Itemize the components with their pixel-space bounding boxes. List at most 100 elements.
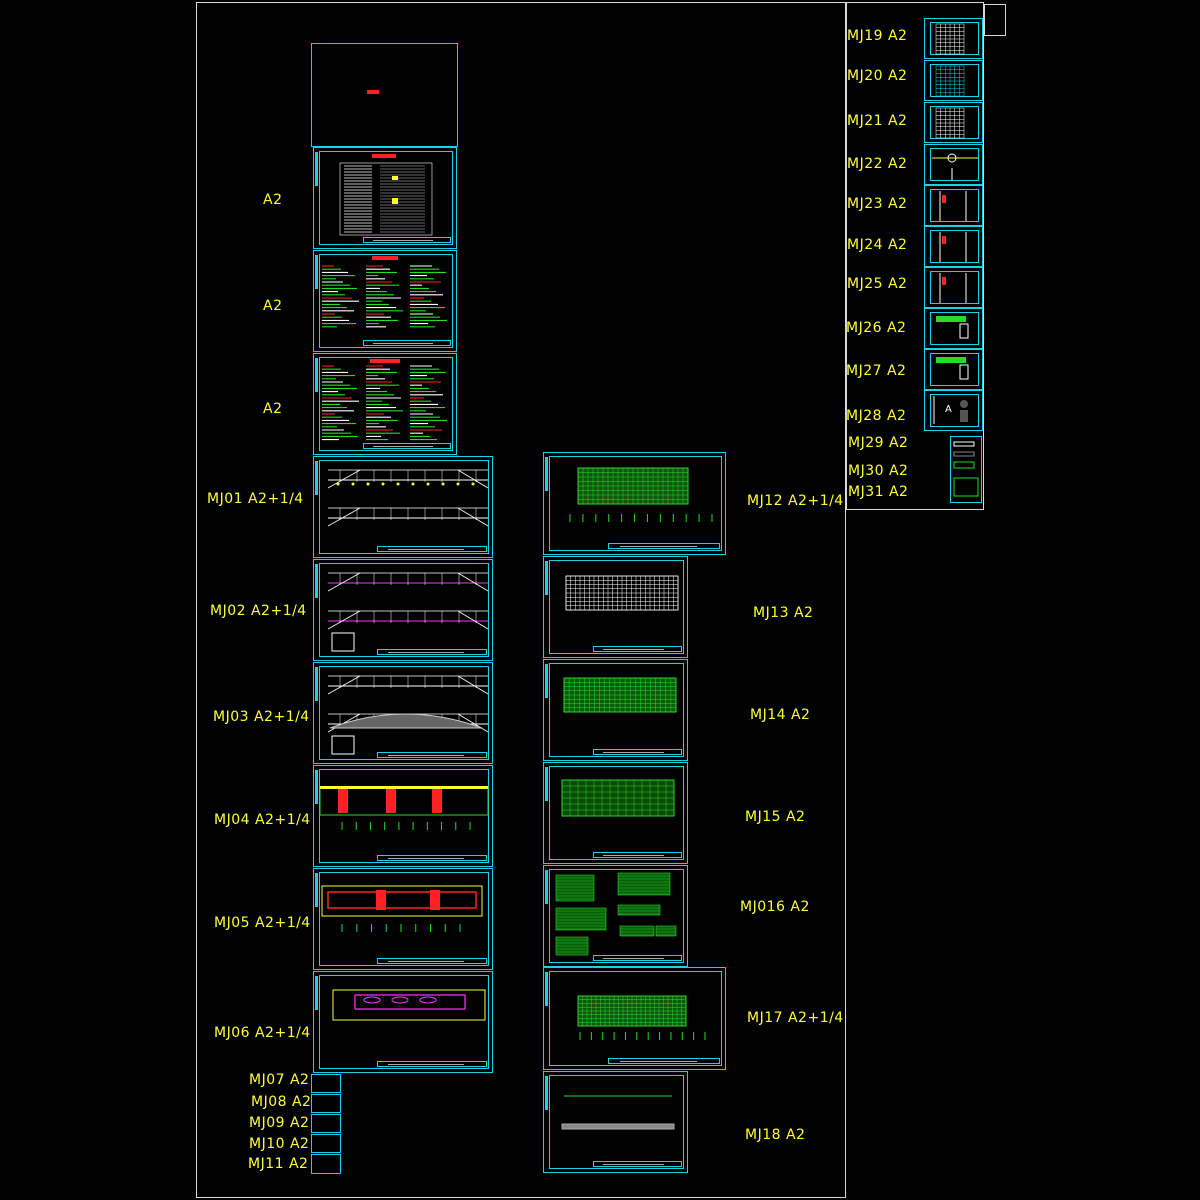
elevation-line — [327, 610, 361, 630]
detail-mark: A — [945, 404, 952, 415]
notes-1-text — [322, 265, 447, 328]
label-mj01: MJ01 A2+1/4 — [207, 491, 304, 507]
elevation-dot — [351, 482, 355, 486]
sheet-mj09[interactable] — [311, 1114, 341, 1133]
sheet-mj27[interactable] — [924, 349, 983, 390]
label-mj07: MJ07 A2 — [249, 1072, 310, 1088]
detail-box — [953, 451, 975, 457]
sheet-mj18[interactable] — [543, 1071, 688, 1173]
label-a2-2: A2 — [263, 298, 283, 314]
detail-mark-red — [942, 195, 946, 203]
mj16-table — [555, 874, 595, 902]
label-mj13: MJ13 A2 — [753, 605, 814, 621]
detail-box — [960, 410, 968, 422]
sheet-mj06[interactable] — [313, 971, 493, 1073]
notes-1-title — [372, 256, 398, 260]
sheet-mj29-31[interactable] — [950, 436, 982, 503]
elevation-line — [327, 572, 361, 592]
notes-2-text — [322, 365, 447, 441]
elevation-line — [457, 572, 489, 592]
label-mj20: MJ20 A2 — [847, 68, 908, 84]
mj16-tables — [555, 872, 677, 956]
sheet-mj20[interactable] — [924, 60, 983, 101]
label-mj27: MJ27 A2 — [846, 363, 907, 379]
label-mj14: MJ14 A2 — [750, 707, 811, 723]
detail-mark-red — [942, 236, 946, 244]
detail-bar — [936, 316, 966, 322]
mj18-drawing — [561, 1095, 675, 1130]
detail-bar — [936, 357, 966, 363]
sheet-mj07[interactable] — [311, 1074, 341, 1093]
sheet-mj21[interactable] — [924, 102, 983, 143]
elevation-dot — [396, 482, 400, 486]
main-drawing-frame — [196, 2, 846, 1198]
label-mj31: MJ31 A2 — [848, 484, 909, 500]
sheet-mj24[interactable] — [924, 226, 983, 267]
label-a2-3: A2 — [263, 401, 283, 417]
label-mj21: MJ21 A2 — [847, 113, 908, 129]
label-mj22: MJ22 A2 — [847, 156, 908, 172]
label-mj26: MJ26 A2 — [846, 320, 907, 336]
elevation-dot — [336, 482, 340, 486]
mj04-drawing — [319, 786, 489, 816]
sheet-mj25[interactable] — [924, 267, 983, 308]
sheet-mj10[interactable] — [311, 1134, 341, 1153]
label-mj12: MJ12 A2+1/4 — [747, 493, 844, 509]
label-mj02: MJ02 A2+1/4 — [210, 603, 307, 619]
label-mj18: MJ18 A2 — [745, 1127, 806, 1143]
label-mj25: MJ25 A2 — [847, 276, 908, 292]
label-mj19: MJ19 A2 — [847, 28, 908, 44]
elevation-line — [327, 675, 361, 695]
sheet-mj22[interactable] — [924, 144, 983, 185]
notes-2-title — [370, 359, 400, 363]
mj16-table — [617, 872, 671, 896]
elevation-dot — [441, 482, 445, 486]
label-a2-1: A2 — [263, 192, 283, 208]
cover-sheet[interactable] — [311, 43, 458, 147]
elevation-dot — [456, 482, 460, 486]
detail-mark-red — [942, 277, 946, 285]
sheet-mj08[interactable] — [311, 1094, 341, 1113]
sheet-mj26[interactable] — [924, 308, 983, 349]
elevation-dot — [471, 482, 475, 486]
elevation-line — [327, 469, 361, 489]
label-mj03: MJ03 A2+1/4 — [213, 709, 310, 725]
label-mj04: MJ04 A2+1/4 — [214, 812, 311, 828]
sheet-mj05[interactable] — [313, 868, 493, 970]
sheet-a2-index[interactable] — [313, 147, 457, 249]
elevation-line — [327, 507, 361, 527]
index-title — [372, 154, 396, 158]
mj16-table — [655, 925, 677, 937]
label-mj30: MJ30 A2 — [848, 463, 909, 479]
elevation-line — [457, 610, 489, 630]
mj16-table — [617, 904, 661, 916]
label-mj10: MJ10 A2 — [249, 1136, 310, 1152]
detail-box — [953, 441, 975, 447]
sheet-mj02[interactable] — [313, 559, 493, 661]
elevation-drawings — [327, 469, 489, 755]
mj16-table — [555, 907, 607, 931]
index-mark — [392, 176, 398, 180]
label-mj05: MJ05 A2+1/4 — [214, 915, 311, 931]
mj05-drawing — [321, 885, 483, 917]
sheet-mj23[interactable] — [924, 185, 983, 226]
index-mark — [392, 198, 398, 204]
detail-circle — [960, 400, 968, 408]
detail-drawings — [932, 153, 979, 497]
detail-box — [953, 461, 975, 469]
sheet-mj11[interactable] — [311, 1154, 341, 1174]
label-mj24: MJ24 A2 — [847, 237, 908, 253]
detail-box — [959, 364, 969, 380]
label-mj23: MJ23 A2 — [847, 196, 908, 212]
side-drawing-frame — [846, 2, 984, 510]
label-mj09: MJ09 A2 — [249, 1115, 310, 1131]
elevation-arch — [329, 713, 483, 729]
sheet-mj19[interactable] — [924, 18, 983, 59]
sheet-mj04[interactable] — [313, 765, 493, 867]
index-table — [339, 162, 433, 236]
index-rows — [344, 165, 425, 233]
elevation-dot — [426, 482, 430, 486]
elevation-legend — [331, 735, 355, 755]
elevation-line — [457, 675, 489, 695]
label-mj08: MJ08 A2 — [251, 1094, 312, 1110]
